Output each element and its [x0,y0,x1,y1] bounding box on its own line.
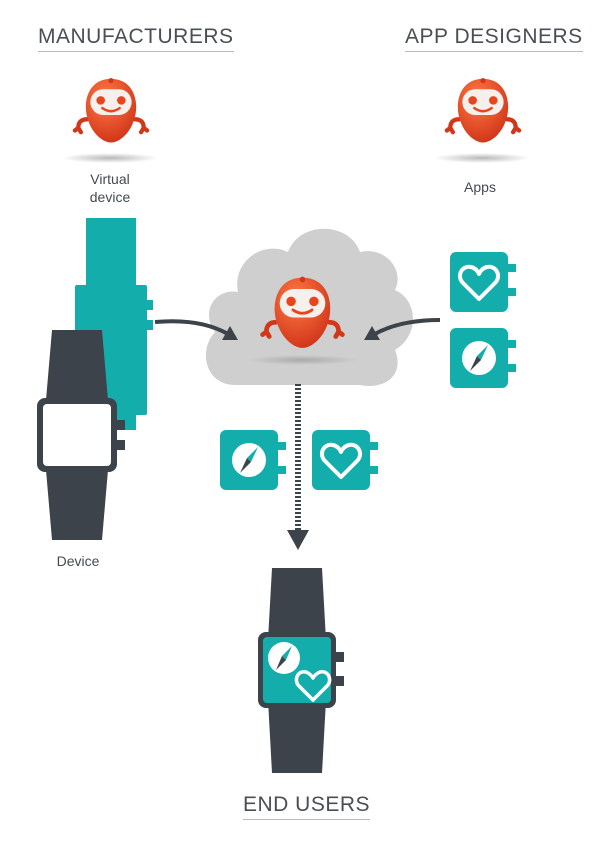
end-users-heading: END USERS [243,794,371,820]
manufacturer-robot-icon [62,78,158,163]
apps-label: Apps [464,179,496,195]
arrow-virtual-to-cloud [154,319,238,340]
arrow-apps-to-cloud [364,318,441,340]
distributed-heart-app-icon [312,430,380,490]
arrow-cloud-to-users [287,384,309,550]
end-user-watch-icon [258,568,344,773]
manufacturers-heading: MANUFACTURERS [38,26,234,52]
cloud-icon [205,228,414,386]
device-label: Device [56,553,100,569]
device-watch-icon [37,330,125,540]
designer-compass-app-icon [450,328,516,388]
virtual-device-label: Virtual device [89,171,131,205]
app-designer-robot-icon [434,78,530,163]
distributed-compass-app-icon [220,430,286,490]
designer-heart-app-icon [450,252,518,312]
app-designers-heading: APP DESIGNERS [405,26,583,52]
watch-heart-icon [294,670,332,702]
